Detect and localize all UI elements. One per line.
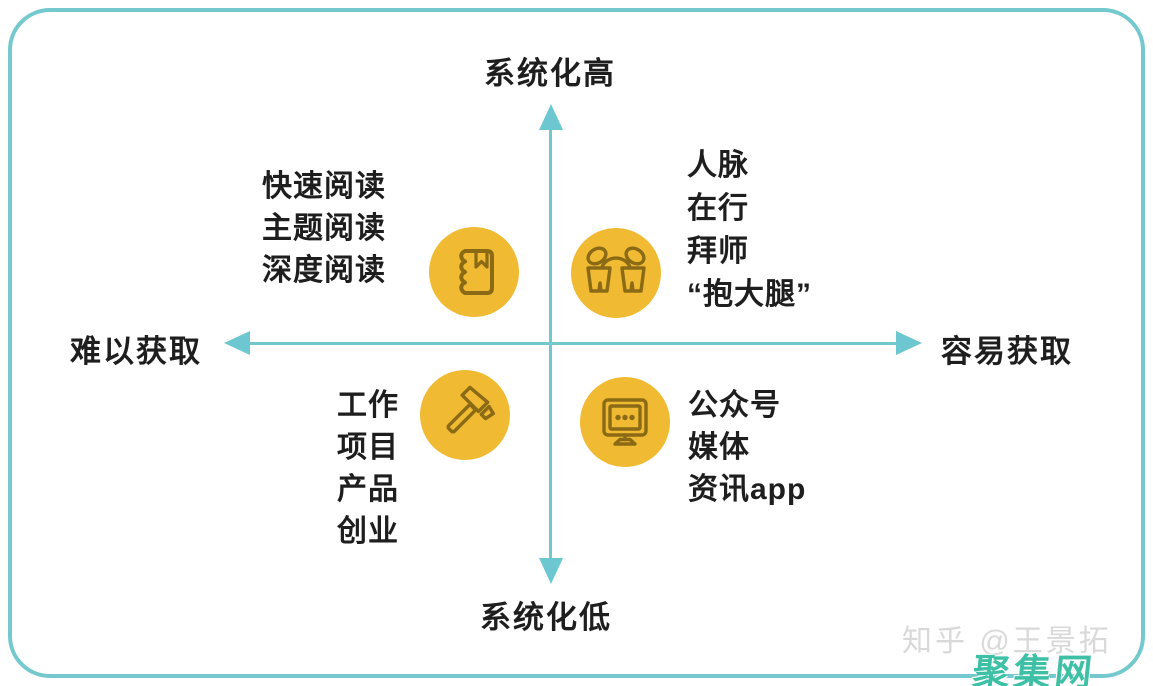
axis-label-top: 系统化高 [484, 56, 616, 91]
arrow-down-icon [539, 558, 563, 584]
watermark-credit: 知乎 @王景拓 [902, 625, 1112, 658]
list-item: 拜师 [687, 235, 749, 268]
list-item: 媒体 [688, 431, 750, 464]
list-item: 深度阅读 [262, 254, 386, 287]
list-item: 快速阅读 [262, 170, 386, 203]
list-item: 项目 [337, 431, 399, 464]
site-badge: 聚集网 [970, 652, 1098, 686]
list-item: 公众号 [688, 389, 781, 422]
arrow-up-icon [539, 104, 563, 130]
quadrant-bottom-right-list: 公众号 媒体 资讯app [688, 385, 806, 511]
quadrant-top-left-list: 快速阅读 主题阅读 深度阅读 [262, 166, 386, 292]
list-item: 创业 [337, 515, 399, 548]
axis-label-left: 难以获取 [70, 334, 202, 369]
list-item: “抱大腿” [687, 278, 812, 311]
list-item: 主题阅读 [262, 212, 386, 245]
quadrant-bottom-left-list: 工作 项目 产品 创业 [337, 385, 399, 553]
axis-label-bottom: 系统化低 [480, 600, 612, 635]
rounded-border-frame [8, 8, 1145, 678]
quadrant-top-right-list: 人脉 在行 拜师 “抱大腿” [687, 144, 812, 316]
people-meeting-icon [571, 228, 661, 318]
arrow-right-icon [896, 331, 922, 355]
list-item: 产品 [337, 473, 399, 506]
list-item: 资讯app [688, 473, 807, 506]
horizontal-axis-line [250, 342, 898, 345]
axis-label-right: 容易获取 [941, 334, 1073, 369]
notebook-icon [429, 227, 519, 317]
hammer-icon [420, 370, 510, 460]
monitor-icon [580, 377, 670, 467]
list-item: 在行 [687, 192, 749, 225]
list-item: 工作 [337, 389, 399, 422]
list-item: 人脉 [687, 149, 749, 182]
arrow-left-icon [224, 331, 250, 355]
